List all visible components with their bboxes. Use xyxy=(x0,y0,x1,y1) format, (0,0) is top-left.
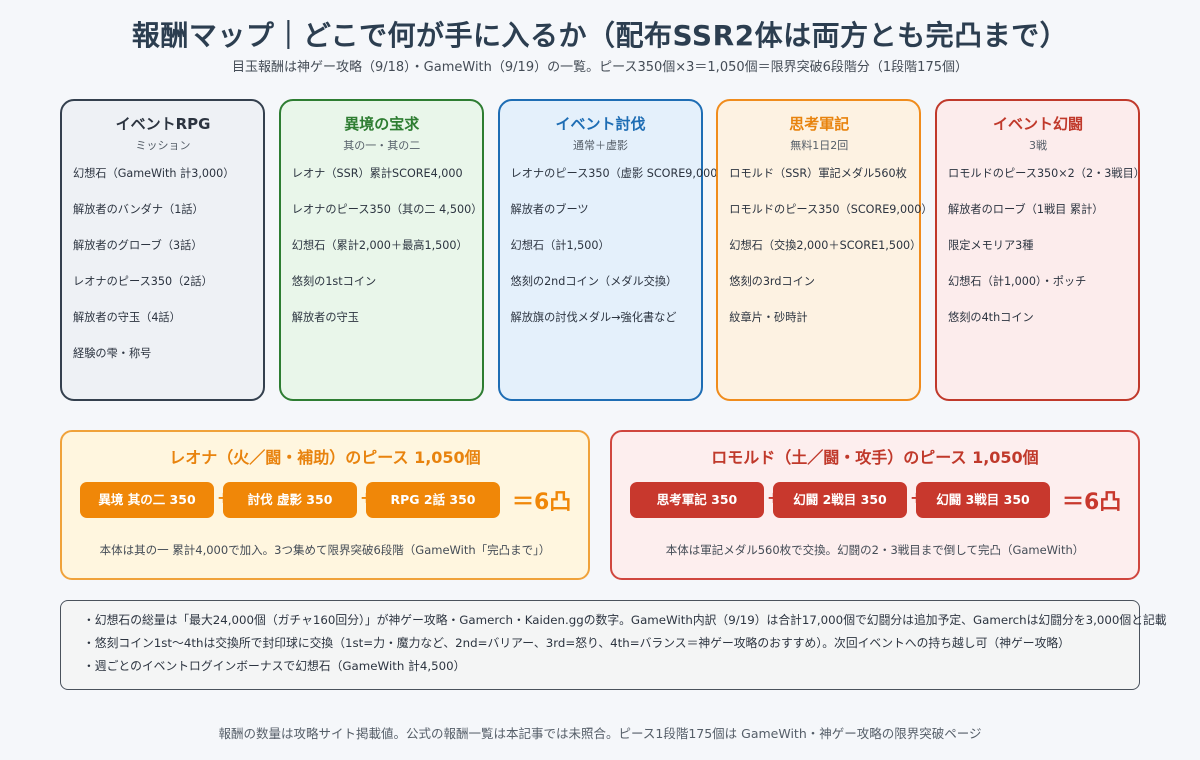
note-line: ・幻想石の総量は「最大24,000個（ガチャ160回分）」が神ゲー攻略・Game… xyxy=(83,613,1167,627)
source-title: イベントRPG xyxy=(115,115,211,133)
reward-item: 解放者のグローブ（3話） xyxy=(73,239,203,252)
source-card-event-raid: イベント討伐 通常＋虚影 レオナのピース350（虚影 SCORE9,000） 解… xyxy=(497,99,729,401)
piece-panel-title: レオナ（火／闘・補助）のピース 1,050個 xyxy=(169,448,481,467)
source-title: イベント幻闘 xyxy=(992,115,1083,133)
reward-item: 解放旗の討伐メダル→強化書など xyxy=(510,311,677,324)
reward-item: 解放者のローブ（1戦目 累計） xyxy=(948,203,1104,216)
piece-chip: 異境 其の二 350 xyxy=(80,482,214,518)
reward-item: 幻想石（交換2,000＋SCORE1,500） xyxy=(729,239,922,252)
note-line: ・悠刻コイン1st〜4thは交換所で封印球に交換（1st=力・魔力など、2nd=… xyxy=(83,636,1070,650)
source-subtitle: ミッション xyxy=(135,139,191,152)
reward-item: レオナのピース350（2話） xyxy=(73,275,213,288)
reward-item: 悠刻の1stコイン xyxy=(291,275,377,288)
reward-item: 解放者の守玉（4話） xyxy=(73,311,181,324)
piece-panel-note: 本体は軍記メダル560枚で交換。幻闘の2・3戦目まで倒して完凸（GameWith… xyxy=(665,543,1085,557)
reward-item: 解放者のブーツ xyxy=(510,203,589,216)
reward-item: レオナ（SSR）累計SCORE4,000 xyxy=(291,167,463,180)
limit-break-result: ＝6凸 xyxy=(1062,490,1122,515)
reward-item: 経験の雫・称号 xyxy=(73,347,152,360)
reward-item: ロモルドのピース350×2（2・3戦目） xyxy=(948,167,1145,180)
source-subtitle: 其の一・其の二 xyxy=(343,139,421,152)
reward-item: 限定メモリア3種 xyxy=(948,239,1034,252)
reward-item: 紋章片・砂時計 xyxy=(729,311,808,324)
reward-item: 悠刻の2ndコイン（メダル交換） xyxy=(510,275,678,288)
reward-item: 幻想石（計1,500） xyxy=(510,239,610,252)
piece-panel-note: 本体は其の一 累計4,000で加入。3つ集めて限界突破6段階（GameWith「… xyxy=(99,543,551,557)
notes-box: ・幻想石の総量は「最大24,000個（ガチャ160回分）」が神ゲー攻略・Game… xyxy=(60,600,1167,690)
reward-item: 解放者の守玉 xyxy=(291,311,359,324)
reward-item: 幻想石（累計2,000＋最高1,500） xyxy=(291,239,468,252)
source-subtitle: 3戦 xyxy=(1029,139,1047,152)
source-card-thought-chronicle: 思考軍記 無料1日2回 ロモルド（SSR）軍記メダル560枚 ロモルドのピース3… xyxy=(716,99,933,401)
limit-break-result: ＝6凸 xyxy=(512,490,572,515)
reward-item: レオナのピース350（其の二 4,500） xyxy=(291,203,483,216)
source-subtitle: 無料1日2回 xyxy=(790,139,849,152)
piece-chip-row: 異境 其の二 350 + 討伐 虚影 350 + RPG 2話 350 xyxy=(80,482,574,518)
footer-caption: 報酬の数量は攻略サイト掲載値。公式の報酬一覧は本記事では未照合。ピース1段階17… xyxy=(218,726,982,741)
source-card-event-rpg: イベントRPG ミッション 幻想石（GameWith 計3,000） 解放者のバ… xyxy=(60,99,265,401)
reward-item: 幻想石（GameWith 計3,000） xyxy=(73,167,235,180)
piece-chip-row: 思考軍記 350 + 幻闘 2戦目 350 + 幻闘 3戦目 350 xyxy=(630,482,1124,518)
page-subtitle: 目玉報酬は神ゲー攻略（9/18）・GameWith（9/19）の一覧。ピース35… xyxy=(231,60,968,75)
note-line: ・週ごとのイベントログインボーナスで幻想石（GameWith 計4,500） xyxy=(83,659,466,673)
piece-chip: 思考軍記 350 xyxy=(630,482,764,518)
source-card-event-phantom: イベント幻闘 3戦 ロモルドのピース350×2（2・3戦目） 解放者のローブ（1… xyxy=(935,99,1145,401)
reward-item: レオナのピース350（虚影 SCORE9,000） xyxy=(510,167,729,180)
leona-piece-panel: レオナ（火／闘・補助）のピース 1,050個 異境 其の二 350 + 討伐 虚… xyxy=(60,430,590,580)
reward-item: 悠刻の3rdコイン xyxy=(729,275,815,288)
piece-chip: 討伐 虚影 350 xyxy=(223,482,357,518)
reward-item: 幻想石（計1,000）・ポッチ xyxy=(948,275,1087,288)
piece-chip: 幻闘 2戦目 350 xyxy=(773,482,907,518)
source-card-ikyo-treasure: 異境の宝求 其の一・其の二 レオナ（SSR）累計SCORE4,000 レオナのピ… xyxy=(278,99,484,401)
piece-chip: 幻闘 3戦目 350 xyxy=(916,482,1050,518)
romold-piece-panel: ロモルド（土／闘・攻手）のピース 1,050個 思考軍記 350 + 幻闘 2戦… xyxy=(610,430,1140,580)
source-title: イベント討伐 xyxy=(555,115,646,133)
piece-chip: RPG 2話 350 xyxy=(366,482,500,518)
piece-panel-title: ロモルド（土／闘・攻手）のピース 1,050個 xyxy=(711,448,1039,467)
source-title: 思考軍記 xyxy=(789,115,850,133)
reward-item: 悠刻の4thコイン xyxy=(948,311,1034,324)
reward-item: ロモルド（SSR）軍記メダル560枚 xyxy=(729,167,907,180)
source-subtitle: 通常＋虚影 xyxy=(573,139,628,152)
reward-item: ロモルドのピース350（SCORE9,000） xyxy=(729,203,933,216)
reward-item: 解放者のバンダナ（1話） xyxy=(73,203,204,216)
page-title: 報酬マップ｜どこで何が手に入るか（配布SSR2体は両方とも完凸まで） xyxy=(131,19,1069,52)
source-title: 異境の宝求 xyxy=(344,115,420,133)
reward-sources: イベントRPG ミッション 幻想石（GameWith 計3,000） 解放者のバ… xyxy=(60,99,1145,401)
